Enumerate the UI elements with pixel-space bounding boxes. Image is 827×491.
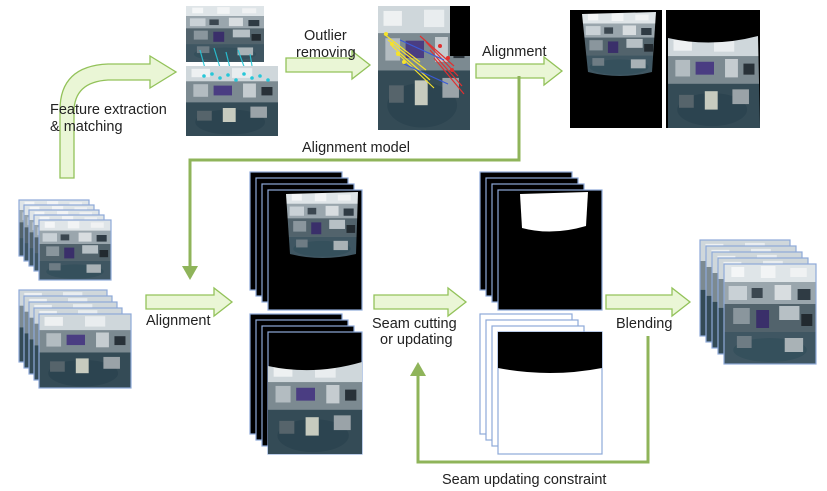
feature-image-top <box>186 6 264 79</box>
outlier-image <box>378 6 470 130</box>
feature-image-bottom <box>186 66 278 136</box>
seam-constraint-arrow <box>410 336 650 464</box>
arrow-right-icon <box>475 55 564 87</box>
arrow-right-icon <box>145 286 234 318</box>
aligned-stack-lower <box>249 313 363 455</box>
arrow-right-icon <box>605 286 692 318</box>
input-stack-upper <box>18 199 112 281</box>
arrow-up-icon <box>410 362 426 376</box>
alignment-top-label: Alignment <box>482 44 546 60</box>
seam-cutting-label: Seam cutting <box>372 316 457 332</box>
aligned-image-left <box>570 10 662 128</box>
alignment-mid-label: Alignment <box>146 313 210 329</box>
removing-label: removing <box>296 45 356 61</box>
arrow-down-icon <box>182 266 198 280</box>
curved-arrow-icon <box>59 54 178 179</box>
matching-label: & matching <box>50 119 123 135</box>
feature-extraction-label: Feature extraction <box>50 102 167 118</box>
aligned-image-right <box>666 10 760 128</box>
blending-label: Blending <box>616 316 672 332</box>
outlier-label: Outlier <box>304 28 347 44</box>
alignment-model-arrow <box>182 76 521 280</box>
arrow-right-icon <box>285 49 372 81</box>
aligned-stack-upper <box>249 171 363 311</box>
alignment-model-label: Alignment model <box>302 140 410 156</box>
seam-updating-label: or updating <box>380 332 453 348</box>
arrow-right-icon <box>373 286 468 318</box>
seam-mask-stack-lower <box>479 313 603 455</box>
output-stack <box>699 239 817 365</box>
seam-mask-stack-upper <box>479 171 603 311</box>
seam-constraint-label: Seam updating constraint <box>442 472 606 488</box>
input-stack-lower <box>18 289 132 389</box>
